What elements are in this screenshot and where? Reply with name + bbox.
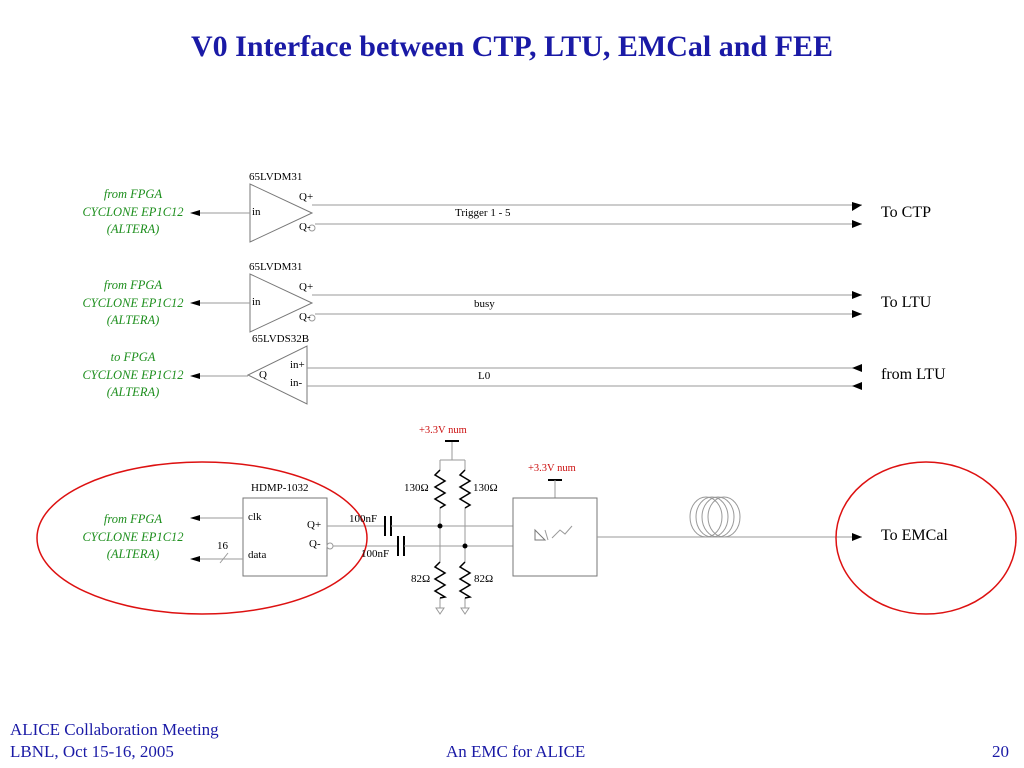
l0-receiver-inplus: in+: [290, 359, 305, 371]
l0-receiver-inminus: in-: [290, 377, 303, 389]
highlight-ellipse-serializer: [36, 461, 368, 615]
trigger-driver-part: 65LVDM31: [249, 171, 303, 183]
res-top-left-label: 130Ω: [404, 482, 429, 494]
serializer-block: [196, 497, 398, 577]
serializer-clk: clk: [248, 511, 262, 523]
busy-driver-gate: [200, 273, 862, 333]
l0-receiver-out: Q: [259, 369, 267, 381]
footer-meeting: ALICE Collaboration Meeting LBNL, Oct 15…: [10, 720, 219, 761]
cap-top-label: 100nF: [349, 513, 378, 525]
serializer-part: HDMP-1032: [251, 482, 309, 494]
footer-page-number: 20: [992, 742, 1009, 761]
dest-to-ctp: To CTP: [881, 204, 931, 221]
l0-receiver-part: 65LVDS32B: [252, 333, 310, 345]
src-from-ltu: from LTU: [881, 366, 946, 383]
trigger-driver-qminus: Q-: [299, 221, 311, 233]
res-bot-right-label: 82Ω: [474, 573, 494, 585]
supply-label: +3.3V num: [419, 425, 467, 436]
page-title: V0 Interface between CTP, LTU, EMCal and…: [191, 30, 833, 63]
serializer-qminus: Q-: [309, 538, 321, 550]
footer-center: An EMC for ALICE: [446, 742, 586, 761]
res-bot-left-label: 82Ω: [411, 573, 431, 585]
termination-resistors: [433, 469, 473, 599]
serializer-qplus: Q+: [307, 519, 322, 531]
trigger-signal-label: Trigger 1 - 5: [455, 207, 511, 219]
dest-to-ltu: To LTU: [881, 294, 932, 311]
busy-driver-in: in: [252, 296, 261, 308]
supply-optical-label: +3.3V num: [528, 463, 576, 474]
busy-driver-qminus: Q-: [299, 311, 311, 323]
cap-bottom-label: 100nF: [361, 548, 390, 560]
serializer-data: data: [248, 549, 267, 561]
trigger-driver-in: in: [252, 206, 261, 218]
serializer-bus-width: 16: [217, 540, 228, 552]
highlight-ellipse-emcal: [835, 461, 1017, 615]
busy-driver-qplus: Q+: [299, 281, 314, 293]
res-top-right-label: 130Ω: [473, 482, 498, 494]
dest-to-emcal: To EMCal: [881, 527, 948, 544]
l0-receiver-gate: [196, 345, 856, 405]
l0-signal-label: L0: [478, 370, 491, 382]
optical-transmitter: [512, 480, 862, 577]
fiber-optic-coil: [689, 496, 741, 538]
trigger-driver-qplus: Q+: [299, 191, 314, 203]
busy-signal-label: busy: [474, 298, 495, 310]
trigger-driver-gate: [200, 183, 862, 243]
busy-driver-part: 65LVDM31: [249, 261, 303, 273]
